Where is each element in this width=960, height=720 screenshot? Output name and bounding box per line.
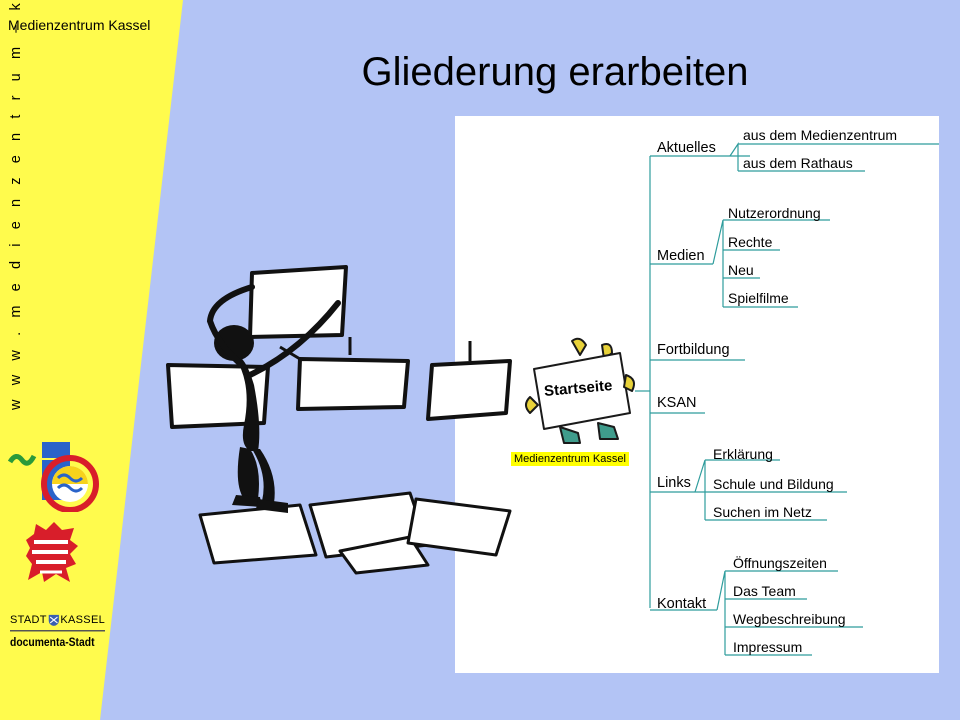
stadt-subtitle: documenta-Stadt <box>10 637 95 649</box>
node-aus-dem-rathaus[interactable]: aus dem Rathaus <box>743 155 853 171</box>
category-medien[interactable]: Medien <box>657 248 705 264</box>
stadt-right-text: KASSEL <box>60 614 105 626</box>
stick-figure-illustration <box>166 265 512 575</box>
node-oeffnungszeiten[interactable]: Öffnungszeiten <box>733 555 827 571</box>
startseite-sign-illustration <box>525 337 635 444</box>
category-ksan[interactable]: KSAN <box>657 395 697 411</box>
node-nutzerordnung[interactable]: Nutzerordnung <box>728 205 821 221</box>
node-das-team[interactable]: Das Team <box>733 583 796 599</box>
mindmap-connectors <box>635 142 939 656</box>
category-links[interactable]: Links <box>657 475 691 491</box>
hessen-lion-icon <box>26 522 78 582</box>
medienzentrum-logo-icon <box>8 442 99 512</box>
stadt-logo-rule <box>10 630 105 632</box>
mindmap-center-node[interactable]: Medienzentrum Kassel <box>511 452 629 466</box>
category-kontakt[interactable]: Kontakt <box>657 596 707 612</box>
kassel-crest-icon <box>48 614 59 626</box>
org-name: Medienzentrum Kassel <box>8 17 151 33</box>
stadt-kassel-logo: STADT KASSEL documenta-Stadt <box>10 612 105 649</box>
node-spielfilme[interactable]: Spielfilme <box>728 290 789 306</box>
node-aus-dem-medienzentrum[interactable]: aus dem Medienzentrum <box>743 127 898 143</box>
node-wegbeschreibung[interactable]: Wegbeschreibung <box>733 611 846 627</box>
category-aktuelles[interactable]: Aktuelles <box>657 140 716 156</box>
node-rechte[interactable]: Rechte <box>728 234 773 250</box>
node-erklaerung[interactable]: Erklärung <box>713 446 773 462</box>
node-neu[interactable]: Neu <box>728 262 754 278</box>
slide-title: Gliederung erarbeiten <box>361 50 749 94</box>
node-impressum[interactable]: Impressum <box>733 639 803 655</box>
node-suchen-im-netz[interactable]: Suchen im Netz <box>713 504 812 520</box>
stadt-left-text: STADT <box>10 614 47 626</box>
node-schule-und-bildung[interactable]: Schule und Bildung <box>713 476 834 492</box>
category-fortbildung[interactable]: Fortbildung <box>657 342 730 358</box>
mindmap-panel: Aktuelles Medien Fortbildung KSAN Links … <box>455 116 939 673</box>
